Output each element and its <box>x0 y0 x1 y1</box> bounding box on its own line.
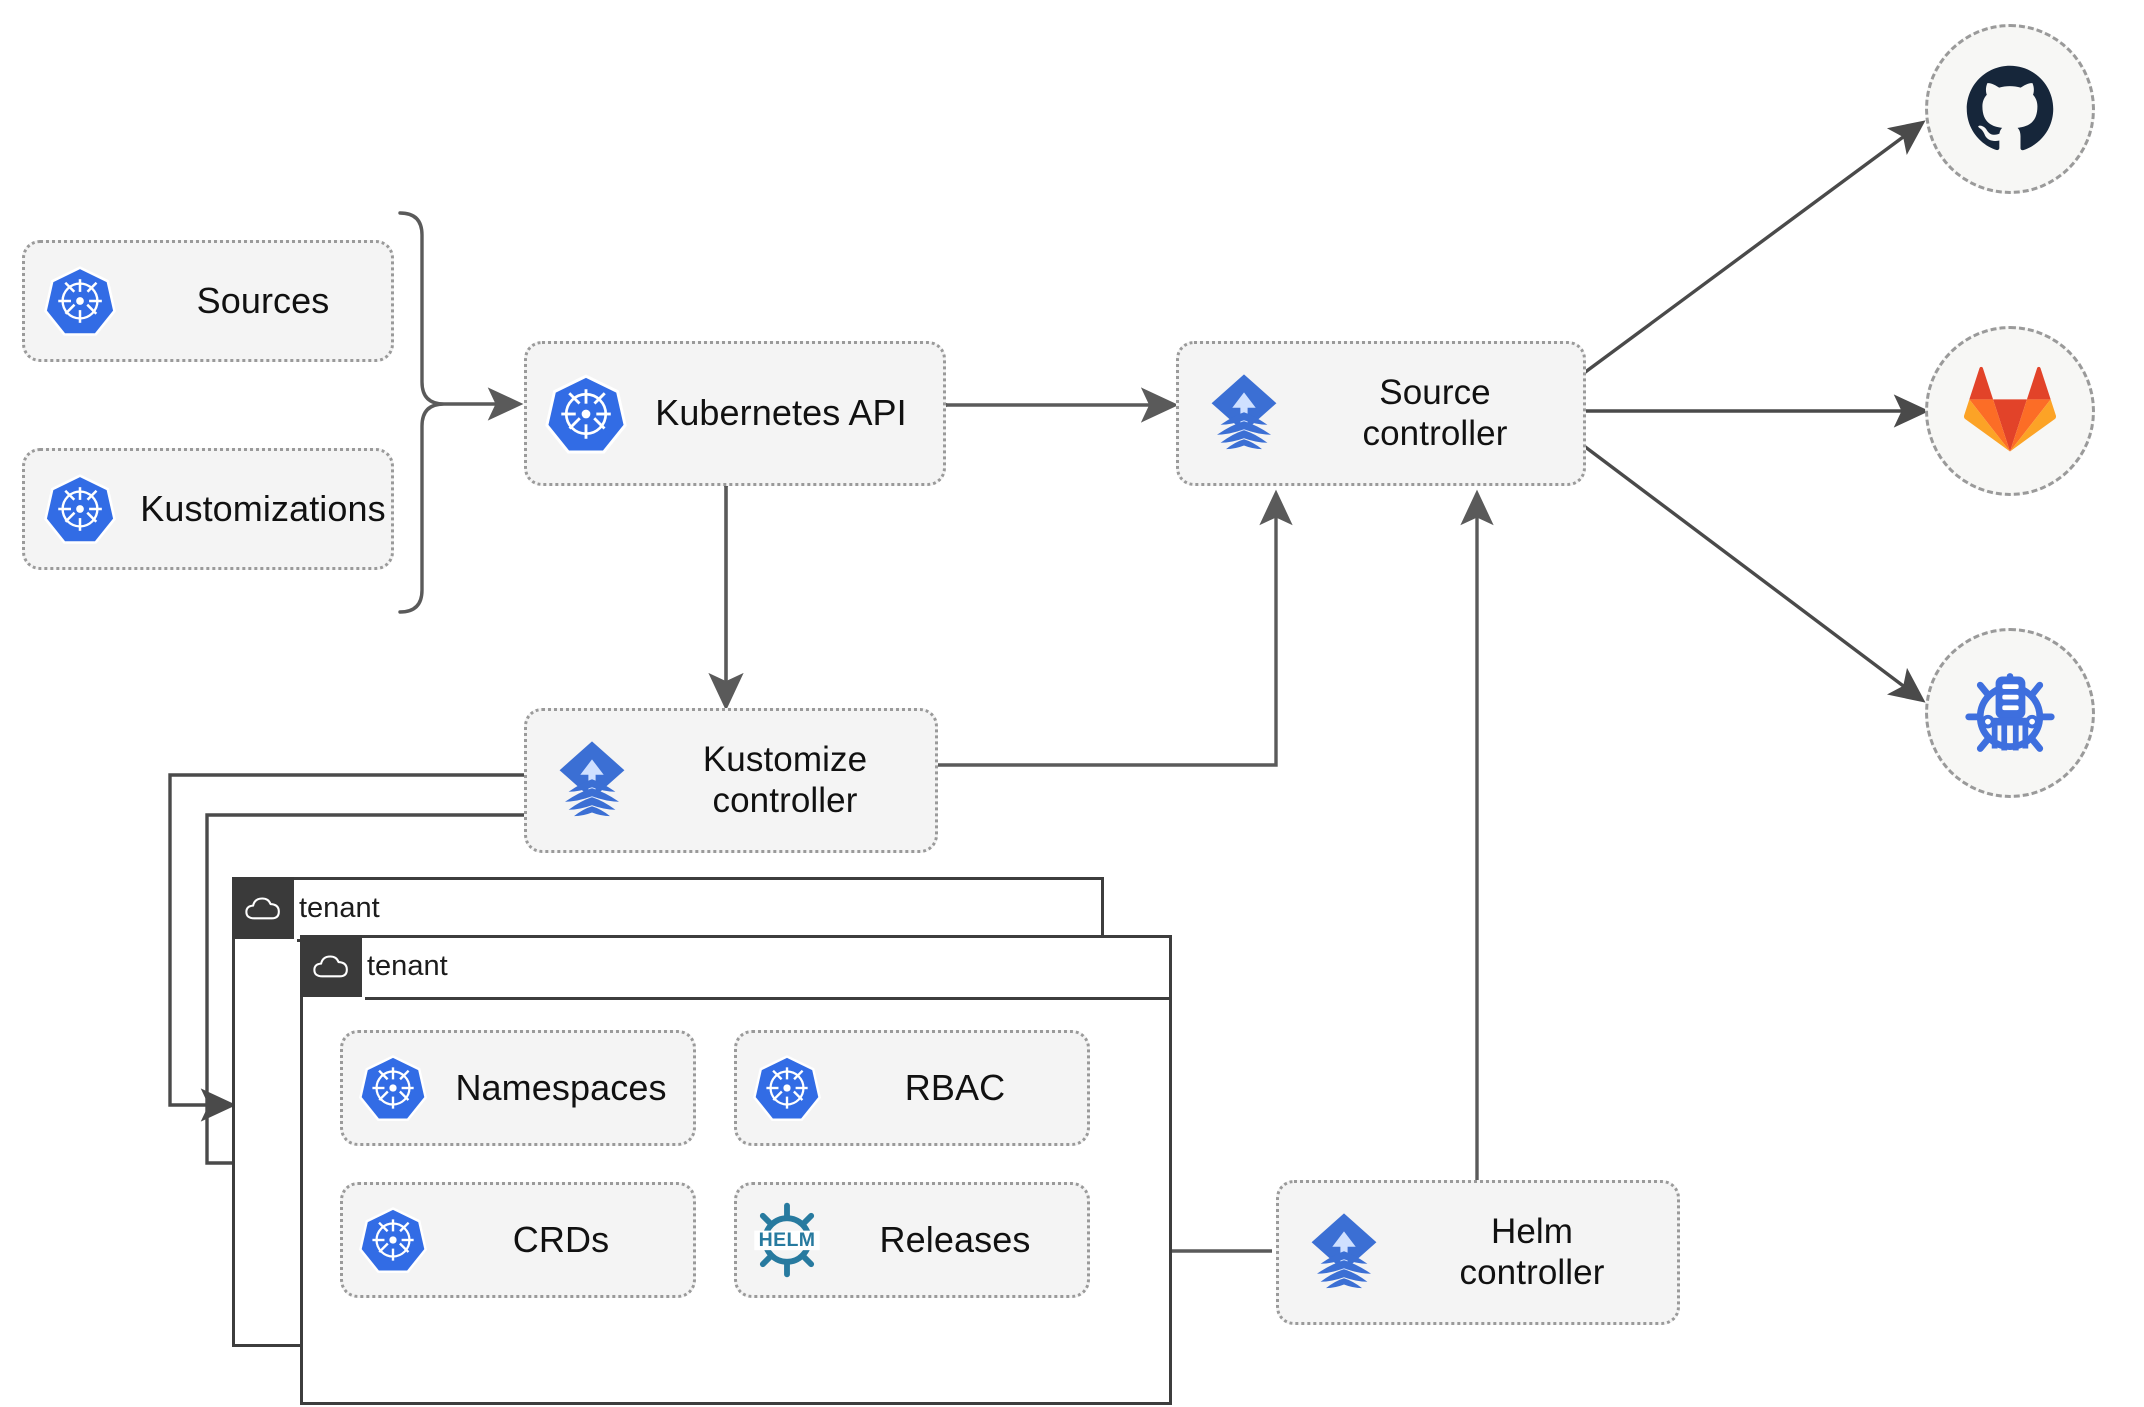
node-sources-label: Sources <box>196 279 330 321</box>
kubernetes-icon <box>737 1053 837 1123</box>
kubernetes-icon <box>343 1053 443 1123</box>
gitlab-icon <box>1964 366 2056 452</box>
node-rbac[interactable]: RBAC <box>734 1030 1090 1146</box>
node-helm-controller-label: Helm controller <box>1459 1211 1605 1292</box>
node-kustomize-controller-label: Kustomize controller <box>702 739 868 820</box>
tenant-divider <box>365 997 1172 1000</box>
endpoint-helm-repository[interactable] <box>1925 628 2095 798</box>
wire-kustomize-to-tenant-1 <box>168 773 525 1122</box>
node-rbac-label: RBAC <box>904 1066 1006 1108</box>
kubernetes-icon <box>25 472 135 546</box>
node-crds[interactable]: CRDs <box>340 1182 696 1298</box>
tenant-label: tenant <box>367 949 448 982</box>
github-icon <box>1966 65 2054 151</box>
kubernetes-icon <box>343 1205 443 1275</box>
node-sources[interactable]: Sources <box>22 240 394 362</box>
cloud-icon <box>232 877 294 939</box>
wire-group-brace <box>398 211 445 614</box>
tenant-label: tenant <box>299 891 380 924</box>
node-kubernetes-api-label: Kubernetes API <box>655 392 907 434</box>
helm-repository-icon <box>1965 673 2055 752</box>
node-kustomizations[interactable]: Kustomizations <box>22 448 394 570</box>
endpoint-gitlab[interactable] <box>1925 326 2095 496</box>
node-helm-controller[interactable]: Helm controller <box>1276 1180 1680 1325</box>
endpoint-github[interactable] <box>1925 24 2095 194</box>
flux-icon <box>1279 1208 1409 1298</box>
wire-source-controller-to-registry <box>1582 444 1926 703</box>
flux-icon <box>527 736 657 826</box>
node-kubernetes-api[interactable]: Kubernetes API <box>524 341 946 486</box>
node-source-controller[interactable]: Source controller <box>1176 341 1586 486</box>
node-source-controller-label: Source controller <box>1362 372 1508 453</box>
wire-source-controller-to-github <box>1582 120 1926 375</box>
node-releases[interactable]: HELM Releases <box>734 1182 1090 1298</box>
node-namespaces-label: Namespaces <box>455 1066 667 1108</box>
kubernetes-icon <box>25 264 135 338</box>
cloud-icon <box>300 935 362 997</box>
node-kustomize-controller[interactable]: Kustomize controller <box>524 708 938 853</box>
node-crds-label: CRDs <box>512 1218 610 1260</box>
node-namespaces[interactable]: Namespaces <box>340 1030 696 1146</box>
helm-icon: HELM <box>737 1201 837 1279</box>
svg-text:HELM: HELM <box>759 1229 816 1251</box>
node-releases-label: Releases <box>879 1218 1031 1260</box>
wire-kustomize-to-source-controller <box>937 489 1293 767</box>
kubernetes-icon <box>527 372 645 456</box>
tenant-frame-inner[interactable]: tenant <box>300 935 1172 1405</box>
flux-icon <box>1179 369 1309 459</box>
node-kustomizations-label: Kustomizations <box>140 487 386 529</box>
